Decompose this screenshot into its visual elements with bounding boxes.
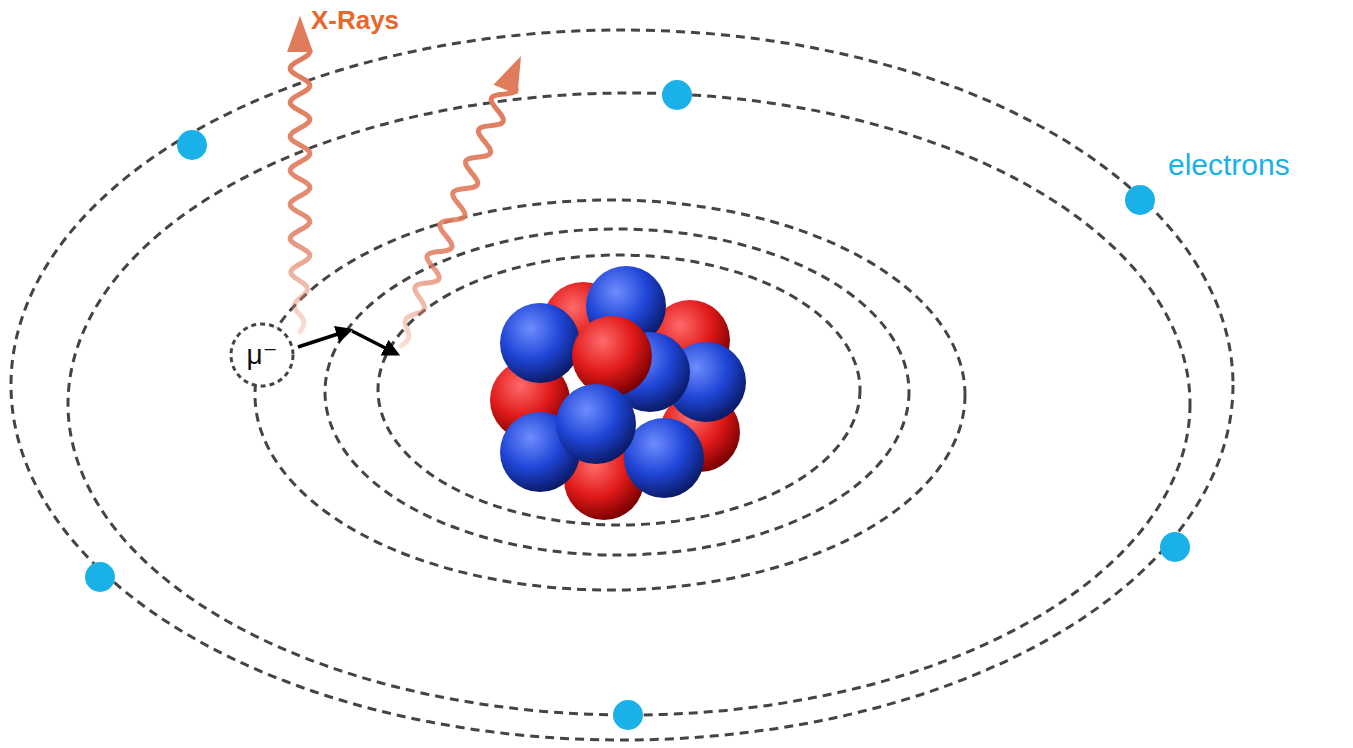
electron xyxy=(662,80,692,110)
orbits xyxy=(11,30,1233,740)
electrons-label: electrons xyxy=(1168,150,1290,180)
electron xyxy=(177,130,207,160)
electron xyxy=(613,700,643,730)
x-ray-wave xyxy=(401,90,516,346)
orbit xyxy=(11,30,1233,740)
electron xyxy=(1160,532,1190,562)
x-ray-arrowhead xyxy=(287,16,313,52)
nucleus xyxy=(490,266,746,520)
orbit xyxy=(68,93,1190,715)
neutron xyxy=(624,418,704,498)
orbit xyxy=(378,255,860,525)
particle-symbol: μ⁻ xyxy=(247,341,278,369)
electron-dots xyxy=(85,80,1190,730)
neutron xyxy=(556,384,636,464)
muon-outline-circle xyxy=(231,324,293,386)
x-ray-wave xyxy=(290,48,310,332)
x-ray-label: X-Rays xyxy=(311,7,399,33)
muon-circle: μ⁻ xyxy=(229,322,295,388)
muon-path-arrows xyxy=(298,330,397,354)
orbit xyxy=(325,229,909,555)
electron xyxy=(1125,185,1155,215)
orbit xyxy=(255,200,965,590)
x-ray-waves xyxy=(287,16,521,346)
transition-arrow xyxy=(298,330,350,347)
proton xyxy=(572,316,652,396)
transition-arrow xyxy=(352,331,397,354)
electron xyxy=(85,562,115,592)
neutron xyxy=(500,303,580,383)
x-ray-arrowhead xyxy=(493,56,521,95)
